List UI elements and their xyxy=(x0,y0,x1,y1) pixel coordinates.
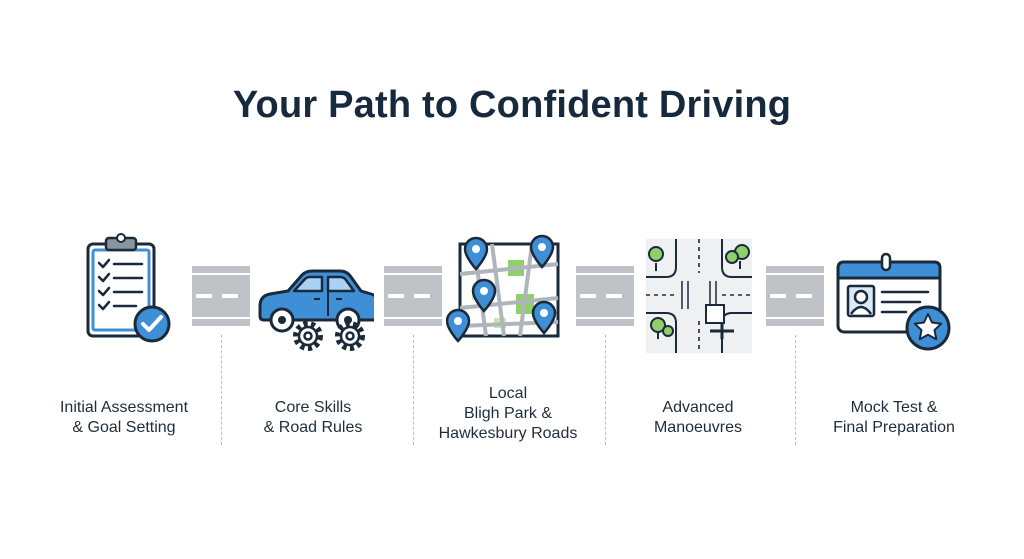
map-pins-icon xyxy=(446,234,560,343)
road-connector-3 xyxy=(576,266,634,326)
clipboard-check-icon xyxy=(86,233,171,343)
car-gears-icon xyxy=(258,269,374,351)
step-label-core-skills: Core Skills & Road Rules xyxy=(263,399,363,436)
step-divider-3 xyxy=(605,335,606,445)
step-label-local-roads: Local Bligh Park & Hawkesbury Roads xyxy=(438,385,578,442)
step-label-initial-assessment: Initial Assessment & Goal Setting xyxy=(59,399,189,436)
road-connector-1 xyxy=(192,266,250,326)
page-title: Your Path to Confident Driving xyxy=(232,84,792,126)
intersection-icon xyxy=(646,239,752,353)
step-label-advanced-manoeuvres: Advanced Manoeuvres xyxy=(653,399,743,436)
step-label-mock-test: Mock Test & Final Preparation xyxy=(833,399,955,436)
step-divider-1 xyxy=(221,335,222,445)
road-connector-4 xyxy=(766,266,824,326)
licence-card-star-icon xyxy=(836,252,951,351)
step-divider-2 xyxy=(413,335,414,445)
step-divider-4 xyxy=(795,335,796,445)
road-connector-2 xyxy=(384,266,442,326)
